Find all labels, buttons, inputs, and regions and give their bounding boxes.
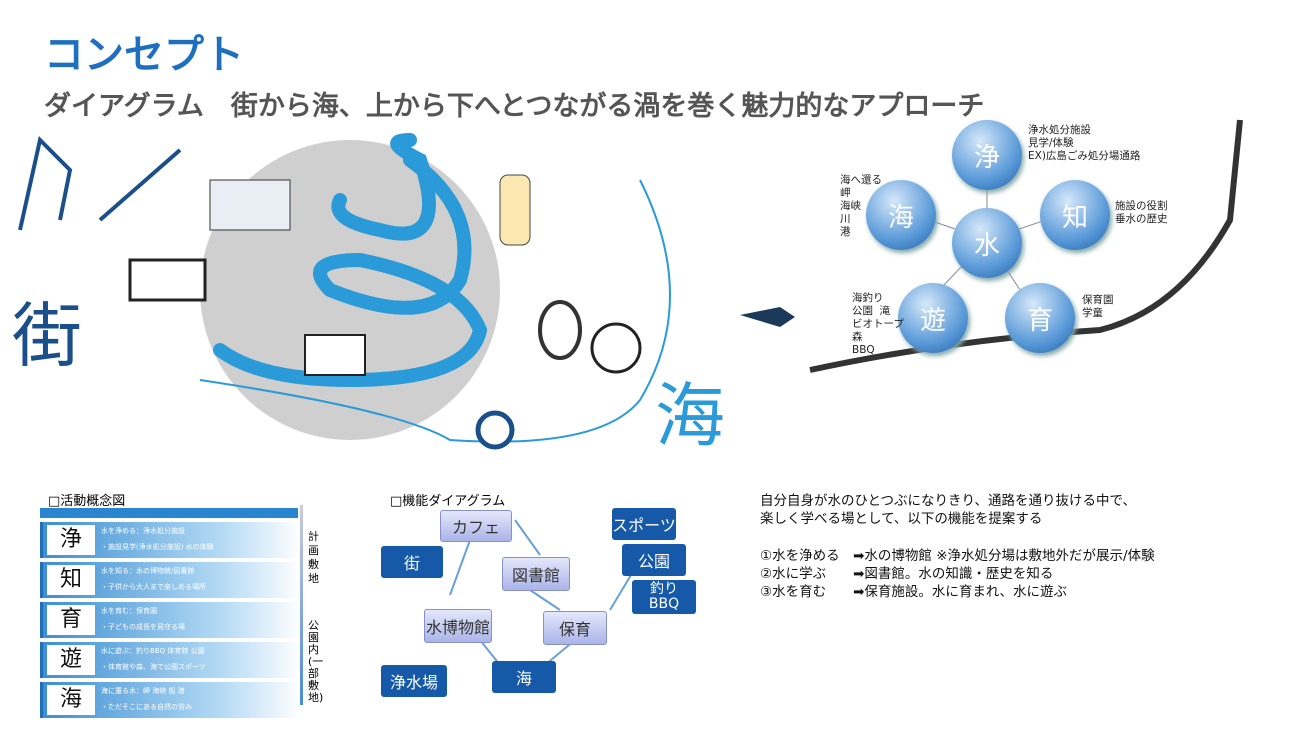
bottle-icon bbox=[499, 174, 531, 246]
proposal-item: ③水を育む ➡保育施設。水に育まれ、水に遊ぶ bbox=[760, 584, 1068, 600]
node-nursery: 保育 bbox=[543, 611, 607, 645]
proposal-intro: 自分自身が水のひとつぶになりきり、通路を通り抜ける中で、 楽しく学べる場として、… bbox=[760, 493, 1136, 527]
node-park: 公園 bbox=[622, 544, 686, 576]
row-glyph: 海 bbox=[47, 685, 95, 715]
activity-row: 海海に還る水：岬 海峡 船 港・ただそこにある自然の営み bbox=[40, 682, 301, 718]
sea-character: 海 bbox=[655, 375, 725, 457]
activity-top-bar bbox=[40, 508, 298, 518]
row-desc: ・体育館や森、海で公園スポーツ bbox=[101, 663, 206, 671]
room-icon bbox=[209, 179, 291, 231]
row-title: 水を浄める：浄水処分施設 bbox=[101, 527, 185, 535]
activity-row: 知水を知る：水の博物館/図書館・子供から大人まで楽しめる場所 bbox=[40, 562, 301, 598]
row-glyph: 遊 bbox=[47, 645, 95, 675]
note-play: 海釣り 公園 滝 ビオトープ 森 BBQ bbox=[852, 292, 904, 356]
circle-water: 水 bbox=[952, 208, 1022, 278]
range-arrow bbox=[300, 505, 303, 705]
proposal-item: ①水を浄める ➡水の博物館 ※浄水処分場は敷地外だが展示/体験 bbox=[760, 548, 1155, 564]
row-glyph: 知 bbox=[47, 565, 95, 595]
activity-row: 育水を育む：保育園・子どもの成長を見守る場 bbox=[40, 602, 301, 638]
circle-purify: 浄 bbox=[952, 120, 1022, 190]
town-character: 街 bbox=[12, 295, 82, 377]
slope-line bbox=[809, 119, 1243, 373]
row-desc: ・子どもの成長を見守る場 bbox=[101, 623, 185, 631]
piano-icon bbox=[304, 334, 366, 376]
node-museum: 水博物館 bbox=[424, 609, 492, 643]
racket-icon bbox=[538, 300, 582, 360]
row-title: 水を知る：水の博物館/図書館 bbox=[101, 567, 195, 575]
note-purify: 浄水処分施設 見学/体験 EX)広島ごみ処分場通路 bbox=[1028, 124, 1141, 162]
row-glyph: 育 bbox=[47, 605, 95, 635]
concept-sketch: 街 海 bbox=[12, 133, 795, 457]
node-sports: スポーツ bbox=[612, 508, 676, 540]
page-subtitle: ダイアグラム 街から海、上から下へとつながる渦を巻く魅力的なアプローチ bbox=[44, 91, 985, 122]
activity-row: 浄水を浄める：浄水処分施設・施設見学(浄水処分施設) 水の体験 bbox=[40, 522, 301, 558]
row-title: 水に遊ぶ：釣りBBQ 体育館 公園 bbox=[101, 647, 205, 655]
range-label-park: 公園内(一部敷地) bbox=[308, 619, 324, 704]
page-title: コンセプト bbox=[44, 32, 244, 78]
note-sea: 海へ還る 岬 海峡 川 港 bbox=[840, 174, 882, 238]
row-desc: ・ただそこにある自然の営み bbox=[101, 703, 192, 711]
row-desc: ・子供から大人まで楽しめる場所 bbox=[101, 583, 206, 591]
circle-nurture: 育 bbox=[1005, 283, 1075, 353]
circle-sea: 海 bbox=[866, 180, 936, 250]
node-sea: 海 bbox=[492, 661, 556, 693]
dam-icon bbox=[128, 258, 207, 302]
row-desc: ・施設見学(浄水処分施設) 水の体験 bbox=[101, 543, 214, 551]
node-water-plant: 浄水場 bbox=[381, 665, 447, 697]
activity-title: □活動概念図 bbox=[48, 494, 126, 509]
note-know: 施設の役割 垂水の歴史 bbox=[1115, 200, 1168, 225]
activity-row: 遊水に遊ぶ：釣りBBQ 体育館 公園・体育館や森、海で公園スポーツ bbox=[40, 642, 301, 678]
node-town: 街 bbox=[381, 546, 443, 578]
circle-know: 知 bbox=[1040, 180, 1110, 250]
city-sketch bbox=[18, 136, 182, 231]
node-library: 図書館 bbox=[502, 557, 570, 591]
spiral-path bbox=[213, 133, 488, 388]
circle-play: 遊 bbox=[898, 283, 968, 353]
proposal-item: ②水に学ぶ ➡図書館。水の知識・歴史を知る bbox=[760, 566, 1054, 582]
function-arrows bbox=[449, 519, 641, 666]
row-glyph: 浄 bbox=[47, 525, 95, 555]
magnifier-icon bbox=[475, 410, 515, 450]
soccer-ball-icon bbox=[590, 322, 642, 374]
note-nurture: 保育園 学童 bbox=[1082, 294, 1114, 319]
row-title: 水を育む：保育園 bbox=[101, 607, 157, 615]
node-fishing-bbq: 釣り BBQ bbox=[632, 580, 696, 614]
fish-icon bbox=[740, 307, 795, 327]
function-title: □機能ダイアグラム bbox=[390, 494, 506, 509]
range-label-site: 計画敷地 bbox=[308, 530, 319, 585]
route-line bbox=[199, 179, 671, 443]
row-title: 海に還る水：岬 海峡 船 港 bbox=[101, 687, 185, 695]
node-cafe: カフェ bbox=[440, 510, 512, 542]
